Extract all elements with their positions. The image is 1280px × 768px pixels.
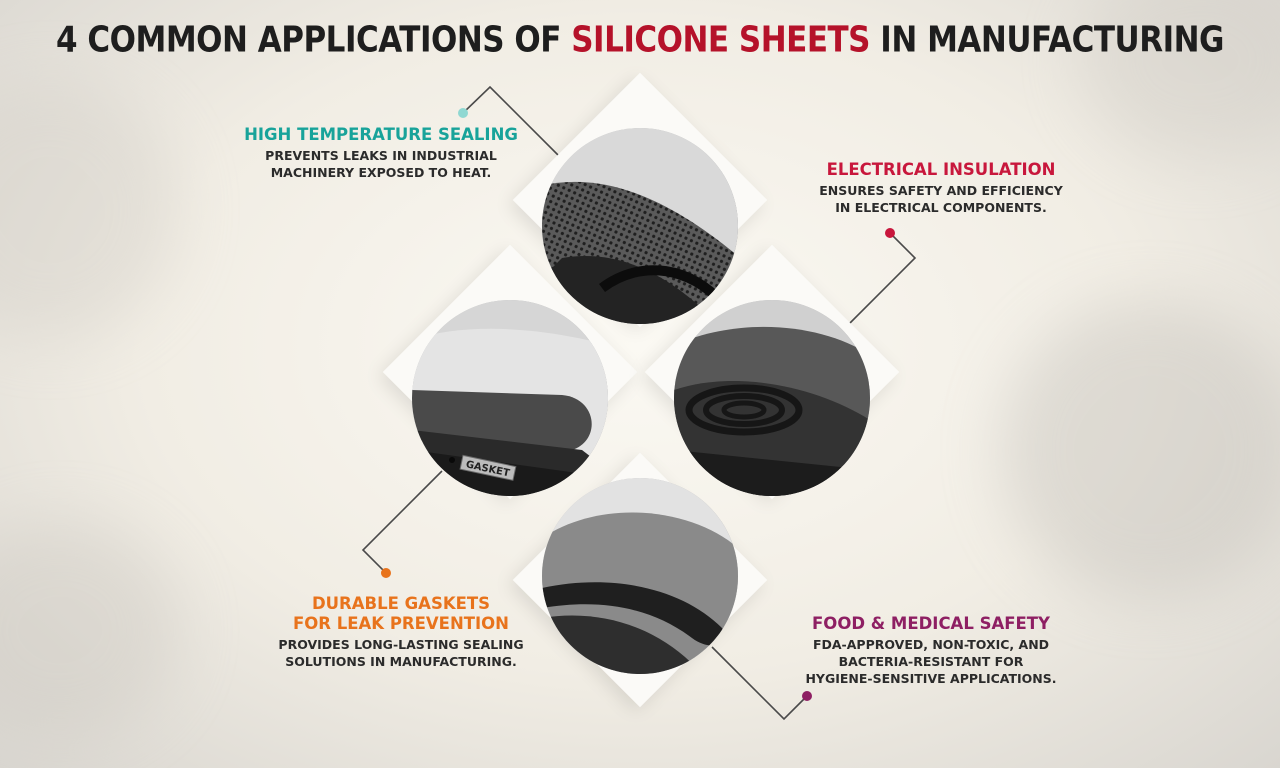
title-prefix: 4 COMMON APPLICATIONS OF (56, 19, 561, 61)
background-texture (1000, 300, 1280, 600)
background-texture (0, 80, 180, 340)
desc-line: MACHINERY EXPOSED TO HEAT. (270, 165, 492, 180)
connector-dot-orange (381, 568, 391, 578)
heading-high-temperature-sealing: HIGH TEMPERATURE SEALING (244, 125, 518, 144)
gasket-sheets-image: GASKET (412, 300, 608, 496)
connector-dot-teal (458, 108, 468, 118)
desc-food-medical-safety: FDA-APPROVED, NON-TOXIC, AND BACTERIA-RE… (786, 636, 1076, 687)
textured-sheet-image (542, 128, 738, 324)
desc-electrical-insulation: ENSURES SAFETY AND EFFICIENCY IN ELECTRI… (798, 182, 1084, 216)
desc-line: SOLUTIONS IN MANUFACTURING. (285, 654, 517, 669)
desc-line: HYGIENE-SENSITIVE APPLICATIONS. (805, 671, 1057, 686)
desc-line: BACTERIA-RESISTANT FOR (838, 654, 1024, 669)
heading-durable-gaskets: DURABLE GASKETS (311, 594, 491, 613)
connector-dot-purple (802, 691, 812, 701)
rolled-sheet-image (674, 300, 870, 496)
desc-line: PREVENTS LEAKS IN INDUSTRIAL (265, 148, 497, 163)
label-electrical-insulation: ELECTRICAL INSULATION ENSURES SAFETY AND… (798, 160, 1084, 216)
desc-high-temperature-sealing: PREVENTS LEAKS IN INDUSTRIAL MACHINERY E… (236, 147, 526, 181)
heading-electrical-insulation: ELECTRICAL INSULATION (826, 160, 1056, 179)
desc-line: IN ELECTRICAL COMPONENTS. (835, 200, 1047, 215)
label-durable-gaskets: DURABLE GASKETS FOR LEAK PREVENTION PROV… (256, 594, 546, 670)
page-title: 4 COMMON APPLICATIONS OF SILICONE SHEETS… (0, 19, 1280, 60)
label-high-temperature-sealing: HIGH TEMPERATURE SEALING PREVENTS LEAKS … (236, 125, 526, 181)
curled-sheet-image (542, 478, 738, 674)
heading-leak-prevention: FOR LEAK PREVENTION (293, 614, 509, 633)
background-texture (0, 520, 180, 740)
title-suffix: IN MANUFACTURING (880, 19, 1224, 61)
label-food-medical-safety: FOOD & MEDICAL SAFETY FDA-APPROVED, NON-… (786, 614, 1076, 687)
desc-durable-gaskets: PROVIDES LONG-LASTING SEALING SOLUTIONS … (256, 636, 546, 670)
desc-line: ENSURES SAFETY AND EFFICIENCY (819, 183, 1063, 198)
desc-line: FDA-APPROVED, NON-TOXIC, AND (812, 637, 1050, 652)
title-highlight: SILICONE SHEETS (571, 19, 870, 61)
desc-line: PROVIDES LONG-LASTING SEALING (278, 637, 524, 652)
connector-dot-crimson (885, 228, 895, 238)
heading-food-medical-safety: FOOD & MEDICAL SAFETY (812, 614, 1050, 633)
